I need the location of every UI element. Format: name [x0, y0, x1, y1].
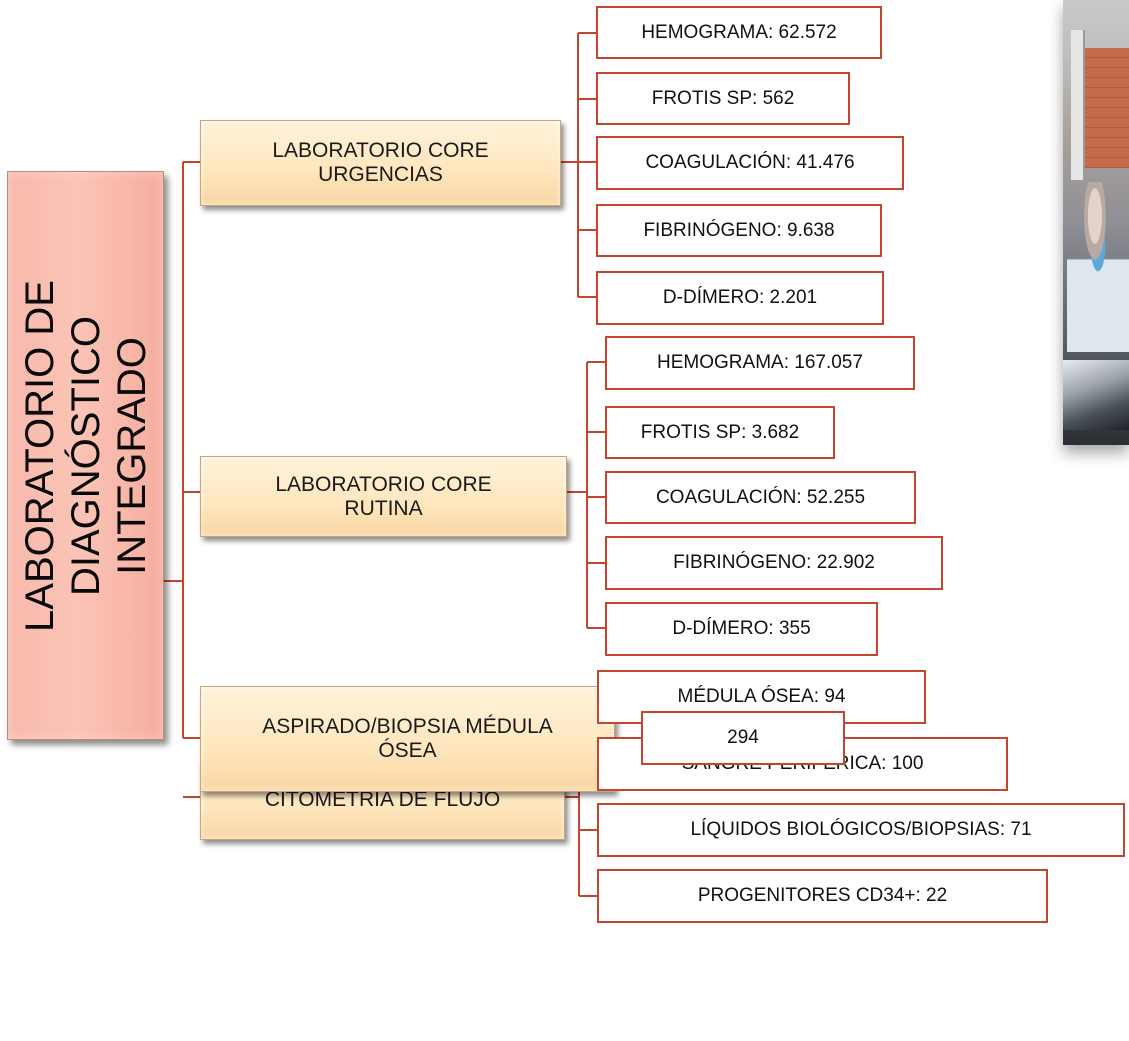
category-laboratorio-core-urgencias: LABORATORIO CORE URGENCIAS	[200, 120, 561, 206]
leaf-urgencias-hemograma: HEMOGRAMA: 62.572	[596, 6, 882, 59]
leaf-citometria-liquidos-biologicos-biopsias: LÍQUIDOS BIOLÓGICOS/BIOPSIAS: 71	[597, 803, 1125, 857]
photo-lab-equipment	[1063, 360, 1129, 430]
leaf-rutina-coagulacion: COAGULACIÓN: 52.255	[605, 471, 916, 524]
category-label: ASPIRADO/BIOPSIA MÉDULA ÓSEA	[262, 715, 553, 762]
category-label: LABORATORIO CORE URGENCIAS	[272, 139, 489, 186]
root-title-line-1: LABORATORIO DE DIAGNÓSTICO	[17, 279, 108, 632]
photo-window	[1071, 30, 1085, 180]
category-label: LABORATORIO CORE RUTINA	[275, 472, 492, 520]
leaf-aspirado-biopsia-total: 294	[641, 711, 845, 765]
lab-photo	[1063, 0, 1129, 445]
leaf-urgencias-fibrinogeno: FIBRINÓGENO: 9.638	[596, 204, 882, 257]
root-title: LABORATORIO DE DIAGNÓSTICO INTEGRADO	[17, 176, 155, 736]
leaf-citometria-progenitores-cd34: PROGENITORES CD34+: 22	[597, 869, 1048, 923]
category-laboratorio-core-rutina: LABORATORIO CORE RUTINA	[200, 456, 567, 537]
root-box-laboratorio-diagnostico-integrado: LABORATORIO DE DIAGNÓSTICO INTEGRADO	[7, 171, 164, 740]
photo-lab-technician	[1067, 182, 1129, 352]
leaf-urgencias-coagulacion: COAGULACIÓN: 41.476	[596, 136, 904, 190]
category-label: CITOMETRÍA DE FLUJO	[264, 788, 501, 811]
leaf-urgencias-d-dimero: D-DÍMERO: 2.201	[596, 271, 884, 325]
leaf-rutina-hemograma: HEMOGRAMA: 167.057	[605, 336, 915, 390]
category-aspirado-biopsia-medula-osea: ASPIRADO/BIOPSIA MÉDULA ÓSEA	[200, 686, 615, 792]
leaf-rutina-d-dimero: D-DÍMERO: 355	[605, 602, 878, 656]
leaf-rutina-frotis-sp: FROTIS SP: 3.682	[605, 406, 835, 459]
root-title-line-2: INTEGRADO	[109, 336, 154, 575]
photo-brick-wall	[1085, 48, 1129, 168]
leaf-rutina-fibrinogeno: FIBRINÓGENO: 22.902	[605, 536, 943, 590]
leaf-urgencias-frotis-sp: FROTIS SP: 562	[596, 72, 850, 125]
